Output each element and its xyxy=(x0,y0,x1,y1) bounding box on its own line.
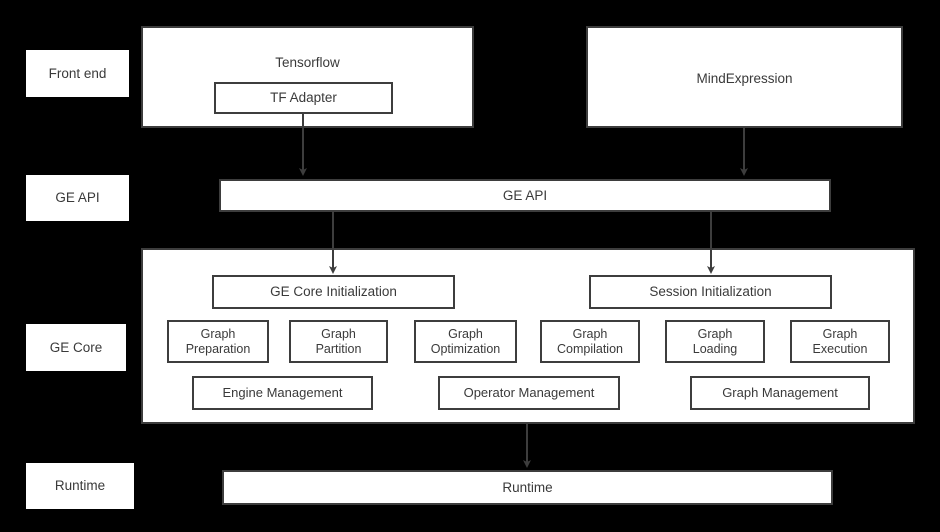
mindexpression-title: MindExpression xyxy=(696,71,793,86)
tile-graph-loading[interactable]: Graph Loading xyxy=(665,320,765,363)
layer-label-front-end: Front end xyxy=(26,50,129,97)
tensorflow-title: Tensorflow xyxy=(275,55,340,70)
runtime-bar[interactable]: Runtime xyxy=(222,470,833,505)
engine-management-box[interactable]: Engine Management xyxy=(192,376,373,410)
tile-graph-compilation[interactable]: Graph Compilation xyxy=(540,320,640,363)
tile-graph-partition[interactable]: Graph Partition xyxy=(289,320,388,363)
tile-graph-preparation[interactable]: Graph Preparation xyxy=(167,320,269,363)
layer-label-runtime: Runtime xyxy=(26,463,134,509)
ge-core-initialization-box[interactable]: GE Core Initialization xyxy=(212,275,455,309)
session-initialization-box[interactable]: Session Initialization xyxy=(589,275,832,309)
mindexpression-container xyxy=(586,26,903,128)
operator-management-box[interactable]: Operator Management xyxy=(438,376,620,410)
layer-label-ge-core: GE Core xyxy=(26,324,126,371)
ge-api-bar[interactable]: GE API xyxy=(219,179,831,212)
tile-graph-execution[interactable]: Graph Execution xyxy=(790,320,890,363)
graph-management-box[interactable]: Graph Management xyxy=(690,376,870,410)
tile-graph-optimization[interactable]: Graph Optimization xyxy=(414,320,517,363)
tf-adapter-box[interactable]: TF Adapter xyxy=(214,82,393,114)
layer-label-ge-api: GE API xyxy=(26,175,129,221)
